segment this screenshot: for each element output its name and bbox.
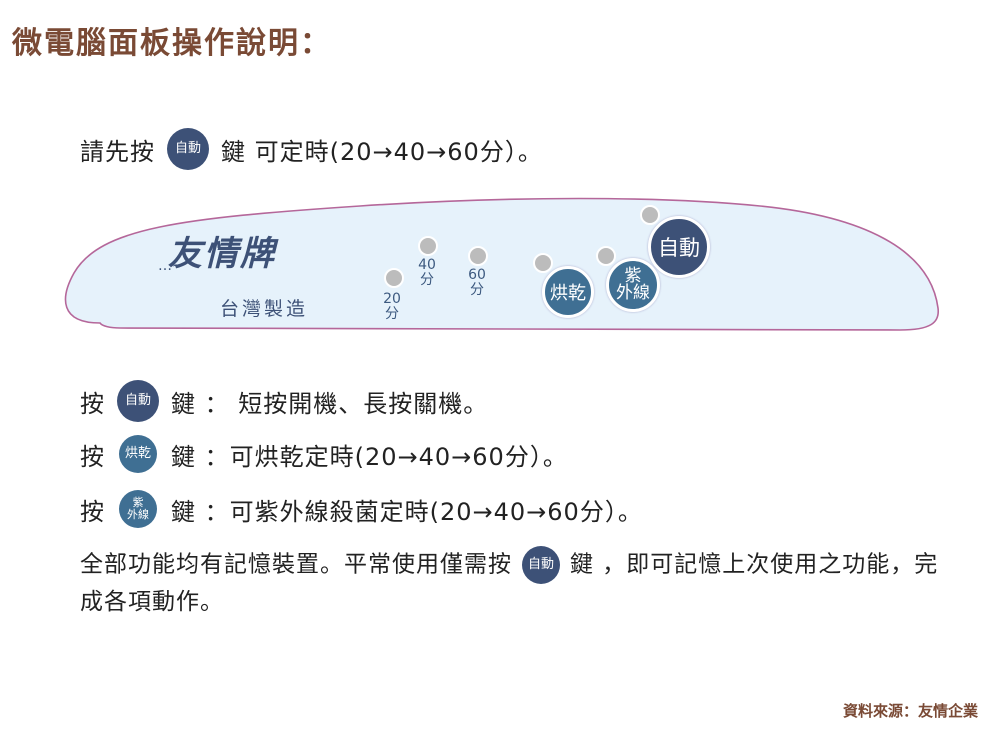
uv-button-top: 紫	[624, 266, 642, 286]
made-in-label: 台灣製造	[220, 298, 309, 320]
memory-note: 全部功能均有記憶裝置。平常使用僅需按自動鍵 ，即可記憶上次使用之功能，完成各項動…	[80, 546, 960, 620]
instruction-prefix: 按	[80, 389, 105, 418]
intro-suffix: 鍵 可定時(20→40→60分）。	[221, 137, 543, 166]
timer-20-value: 20	[383, 291, 401, 307]
dry-button[interactable]: 烘乾	[542, 266, 594, 318]
intro-line: 請先按 自動 鍵 可定時(20→40→60分）。	[80, 128, 543, 170]
instruction-prefix: 按	[80, 442, 105, 471]
uv-key-bottom: 外線	[127, 508, 149, 521]
dry-indicator-icon	[533, 253, 553, 273]
auto-button[interactable]: 自動	[648, 216, 710, 278]
source-credit: 資料來源：友情企業	[842, 702, 978, 720]
control-panel: …~ 友情牌 台灣製造 20 分 40 分 60 分 烘乾 紫 外線 自動	[60, 188, 950, 336]
timer-60-indicator-icon	[468, 246, 488, 266]
brand-swoosh-icon: …~	[158, 258, 184, 274]
uv-key-top: 紫	[132, 496, 144, 510]
instruction-uv: 按 紫 外線 鍵 ：可紫外線殺菌定時(20→40→60分）。	[80, 490, 643, 528]
auto-key-icon: 自動	[167, 128, 209, 170]
auto-key-icon: 自動	[522, 546, 560, 584]
uv-button[interactable]: 紫 外線	[606, 258, 660, 312]
dry-key-icon: 烘乾	[119, 435, 157, 473]
note-part1: 全部功能均有記憶裝置。平常使用僅需按	[80, 551, 512, 578]
auto-indicator-icon	[640, 205, 660, 225]
timer-40-label: 40 分	[415, 258, 439, 287]
instruction-auto: 按 自動 鍵 ： 短按開機、長按關機。	[80, 380, 488, 422]
timer-40-value: 40	[418, 257, 436, 273]
uv-key-icon: 紫 外線	[119, 490, 157, 528]
timer-60-unit: 分	[470, 281, 484, 298]
timer-60-label: 60 分	[465, 268, 489, 297]
timer-20-indicator-icon	[384, 268, 404, 288]
instruction-dry: 按 烘乾 鍵 ：可烘乾定時(20→40→60分）。	[80, 435, 568, 473]
intro-prefix: 請先按	[80, 137, 155, 166]
instruction-prefix: 按	[80, 497, 105, 526]
uv-button-bottom: 外線	[616, 283, 650, 303]
uv-indicator-icon	[596, 246, 616, 266]
instruction-text: 鍵 ：可紫外線殺菌定時(20→40→60分）。	[171, 497, 643, 526]
auto-key-icon: 自動	[117, 380, 159, 422]
timer-20-label: 20 分	[380, 292, 404, 321]
timer-60-value: 60	[468, 267, 486, 283]
panel-outline	[64, 197, 939, 331]
page-title: 微電腦面板操作說明：	[12, 26, 332, 61]
timer-40-unit: 分	[420, 271, 434, 288]
timer-20-unit: 分	[385, 305, 399, 322]
brand-logo: 友情牌	[168, 234, 276, 274]
note-part2: 鍵 ，即可記憶上次使用之功能，完成各項動作。	[80, 551, 939, 616]
instruction-text: 鍵 ： 短按開機、長按關機。	[171, 389, 489, 418]
timer-40-indicator-icon	[418, 236, 438, 256]
instruction-text: 鍵 ：可烘乾定時(20→40→60分）。	[171, 442, 568, 471]
